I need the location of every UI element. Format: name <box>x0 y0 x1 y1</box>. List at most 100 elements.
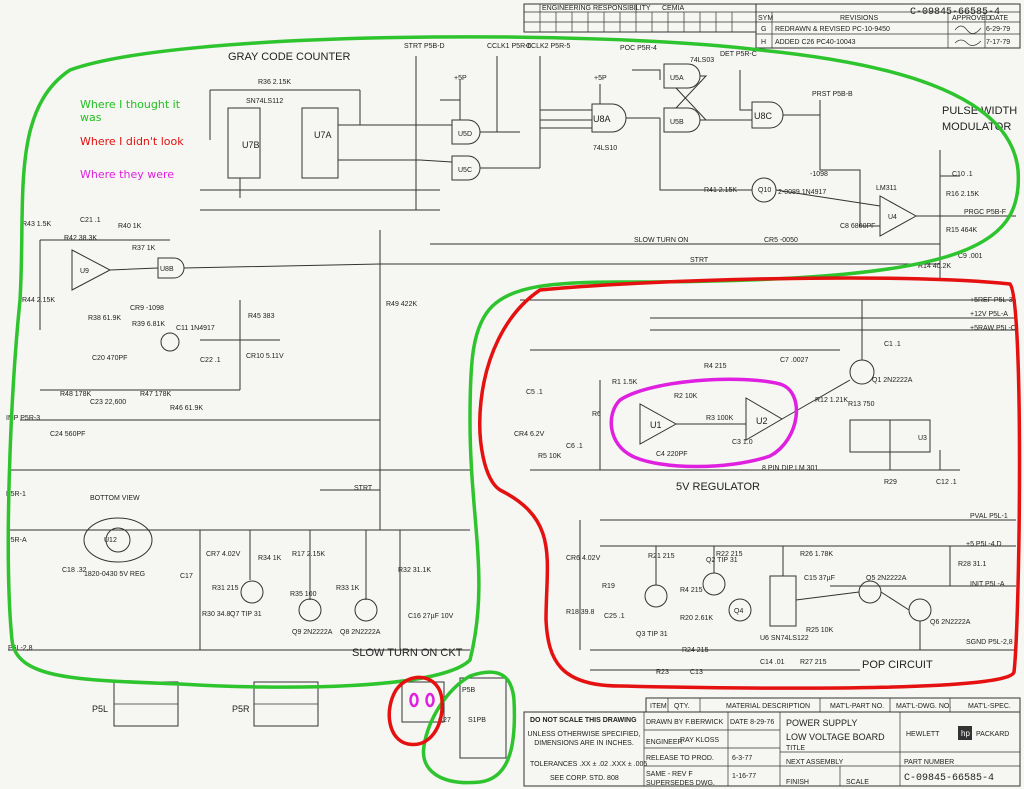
q1-label: Q1 2N2222A <box>872 377 913 384</box>
r4b-label: R4 215 <box>680 587 703 594</box>
q8-transistor <box>354 598 378 622</box>
title-block: ITEM QTY. MATERIAL DESCRIPTION MAT'L-PAR… <box>523 697 1021 787</box>
signal-5ref: +5REF P5L-3 <box>970 297 1013 304</box>
sym-header: SYM <box>758 15 773 22</box>
c11-label: C11 1N4917 <box>176 325 215 332</box>
bottom-view-label: BOTTOM VIEW <box>90 495 140 502</box>
signal-sgnd: SGND P5L-2,8 <box>966 639 1013 646</box>
signal-cclk1: CCLK1 P5R-6 <box>487 43 531 50</box>
q6-transistor <box>908 598 932 622</box>
signal-init: INIT P5L-A <box>970 581 1005 588</box>
c15-label: C15 37µF <box>804 575 835 582</box>
u7b-box <box>227 107 261 179</box>
q6-label: Q6 2N2222A <box>930 619 971 626</box>
r32-label: R32 31.1K <box>398 567 431 574</box>
red-outline-small <box>387 675 444 747</box>
u1-label: U1 <box>650 420 662 430</box>
r48-label: R48 178K <box>60 391 91 398</box>
rev1-date: 6-29-79 <box>986 26 1010 33</box>
u5c-gate <box>451 155 481 181</box>
doc-number-top: C-09845-66585-4 <box>910 7 1000 18</box>
next-assembly: NEXT ASSEMBLY <box>786 759 844 766</box>
u4-opamp <box>879 195 918 237</box>
annotation-overlay <box>6 35 1022 785</box>
title-line1: POWER SUPPLY <box>786 718 857 728</box>
r15-label: R15 464K <box>946 227 977 234</box>
slow-turn-title: SLOW TURN ON CKT <box>352 647 463 659</box>
matl-spec-header: MAT'L-SPEC. <box>968 703 1011 710</box>
super-date: 1-16-77 <box>732 773 756 780</box>
magenta-mark-1 <box>409 692 419 708</box>
u4-label: U4 <box>888 214 897 221</box>
q5-label: Q5 2N2222A <box>866 575 907 582</box>
see-corp-note: SEE CORP. STD. 808 <box>550 775 619 782</box>
r45-label: R45 383 <box>248 313 275 320</box>
u3-label: U3 <box>918 435 927 442</box>
r29-label: R29 <box>884 479 897 486</box>
unless-note: UNLESS OTHERWISE SPECIFIED, DIMENSIONS A… <box>527 731 641 747</box>
signal-prgc: PRGC P5B-F <box>964 209 1006 216</box>
part-number-label: PART NUMBER <box>904 759 954 766</box>
svg-text:+5P: +5P <box>594 75 607 82</box>
signal-psr-a: P5R-A <box>6 537 27 544</box>
u7b-label: U7B <box>242 140 260 150</box>
u5c-label: U5C <box>458 167 472 174</box>
r30-label: R30 34.8 <box>202 611 231 618</box>
r44-label: R44 2.15K <box>22 297 55 304</box>
signal-prst: PRST P5B-B <box>812 91 853 98</box>
r47-label: R47 178K <box>140 391 171 398</box>
approval-signature-1 <box>954 25 982 34</box>
u8a-label: U8A <box>593 114 611 124</box>
signal-det: DET P5R-C <box>720 51 757 58</box>
c20-label: C20 470PF <box>92 355 127 362</box>
c12-label: C12 .1 <box>936 479 957 486</box>
u12-regulator <box>83 517 153 563</box>
r13-label: R13 750 <box>848 401 875 408</box>
r42-label: R42 38.3K <box>64 235 97 242</box>
q2-transistor <box>702 572 726 596</box>
r2-label: R2 10K <box>674 393 698 400</box>
strt-bottom: STRT <box>354 485 373 492</box>
q2-label: Q2 TIP 31 <box>706 557 738 564</box>
u5a-gate <box>663 63 701 89</box>
q3-label: Q3 TIP 31 <box>636 631 668 638</box>
s1pb-label: S1PB <box>468 717 486 724</box>
r49-label: R49 422K <box>386 301 417 308</box>
pop-circuit-section: PVAL P5L-1 +5 P5L-4,D INIT P5L-A SGND P5… <box>566 513 1016 676</box>
r40-label: R40 1K <box>118 223 142 230</box>
signal-pval: PVAL P5L-1 <box>970 513 1008 520</box>
red-outline <box>478 276 1022 690</box>
q10-label: Q10 <box>758 187 771 194</box>
c27-label: C27 <box>438 717 451 724</box>
p5b-label: P5B <box>462 687 476 694</box>
q7-label: Q7 TIP 31 <box>230 611 262 618</box>
p5r-label: P5R <box>232 704 250 714</box>
signal-5raw: +5RAW P5L-C <box>970 325 1016 332</box>
r35-label: R35 100 <box>290 591 317 598</box>
tolerances-note: TOLERANCES .XX ± .02 .XXX ± .005 <box>530 761 647 768</box>
connector-section: P5L P5R C27 P5B S1PB <box>92 677 507 759</box>
u8-type-label: 74LS10 <box>593 145 617 152</box>
regulator-title: 5V REGULATOR <box>676 481 760 493</box>
u2-label: U2 <box>756 416 768 426</box>
u5a-label: U5A <box>670 75 684 82</box>
r6-label: R6 <box>592 411 601 418</box>
svg-text:hp: hp <box>961 729 970 738</box>
release-label: RELEASE TO PROD. <box>646 755 714 762</box>
matl-dwg-header: MAT'L-DWG. NO. <box>896 703 951 710</box>
c24-label: C24 560PF <box>50 431 85 438</box>
drawn-by: DRAWN BY F.BERWICK <box>646 719 724 726</box>
lm311-label: LM311 <box>876 185 897 192</box>
c16-label: C16 27µF 10V <box>408 613 454 620</box>
r34-label: R34 1K <box>258 555 282 562</box>
green-outline-connector <box>421 670 517 785</box>
cr10-label: CR10 5.11V <box>246 353 284 360</box>
c13-label: C13 <box>690 669 703 676</box>
q9-label: Q9 2N2222A <box>292 629 333 636</box>
p5l-label: P5L <box>92 704 108 714</box>
drawn-date: DATE 8-29-76 <box>730 719 774 726</box>
c8-label: C8 6800PF <box>840 223 875 230</box>
r38-label: R38 61.9K <box>88 315 121 322</box>
same-rev: SAME - REV F <box>646 771 693 778</box>
c9-label: C9 .001 <box>958 253 983 260</box>
